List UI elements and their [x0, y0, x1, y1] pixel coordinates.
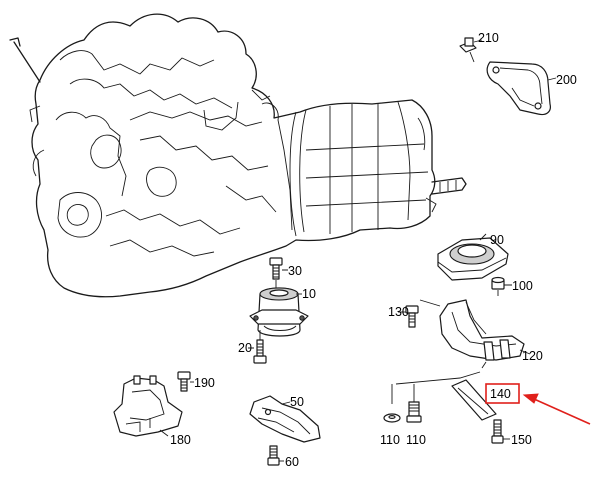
bolt-150	[491, 419, 510, 444]
engine-transmission-assembly	[9, 13, 467, 298]
callout-210: 210	[478, 31, 499, 45]
bolt-20	[248, 330, 267, 364]
bolt-60	[267, 445, 284, 466]
bolt-30	[269, 257, 288, 290]
leader-lines	[391, 361, 487, 404]
transmission-mount-90	[437, 233, 509, 281]
bolt-110	[406, 401, 422, 423]
callout-60: 60	[285, 455, 299, 469]
bolt-210	[459, 37, 483, 63]
washer-110	[383, 413, 401, 423]
callout-130: 130	[388, 305, 409, 319]
callout-90: 90	[490, 233, 504, 247]
bracket-200	[486, 61, 557, 116]
callout-100: 100	[512, 279, 533, 293]
callout-190: 190	[194, 376, 215, 390]
callout-150: 150	[511, 433, 532, 447]
bolt-190	[177, 371, 194, 392]
callout-30: 30	[288, 264, 302, 278]
callout-120: 120	[522, 349, 543, 363]
bracket-180	[113, 375, 183, 437]
callout-50: 50	[290, 395, 304, 409]
callout-140: 140	[490, 387, 511, 401]
callout-110-bolt: 110	[406, 433, 426, 447]
nut-100	[491, 276, 512, 296]
bolt-130	[398, 305, 419, 328]
callout-10: 10	[302, 287, 316, 301]
callout-200: 200	[556, 73, 577, 87]
engine-mount-10	[249, 287, 309, 337]
highlight-arrow	[522, 393, 591, 425]
callout-20: 20	[238, 341, 252, 355]
shield-50	[249, 395, 321, 443]
crossmember-120	[419, 299, 531, 361]
highlight-box-140	[485, 383, 520, 404]
callout-110-washer: 110	[380, 433, 400, 447]
strap-140	[451, 379, 497, 421]
callout-180: 180	[170, 433, 191, 447]
